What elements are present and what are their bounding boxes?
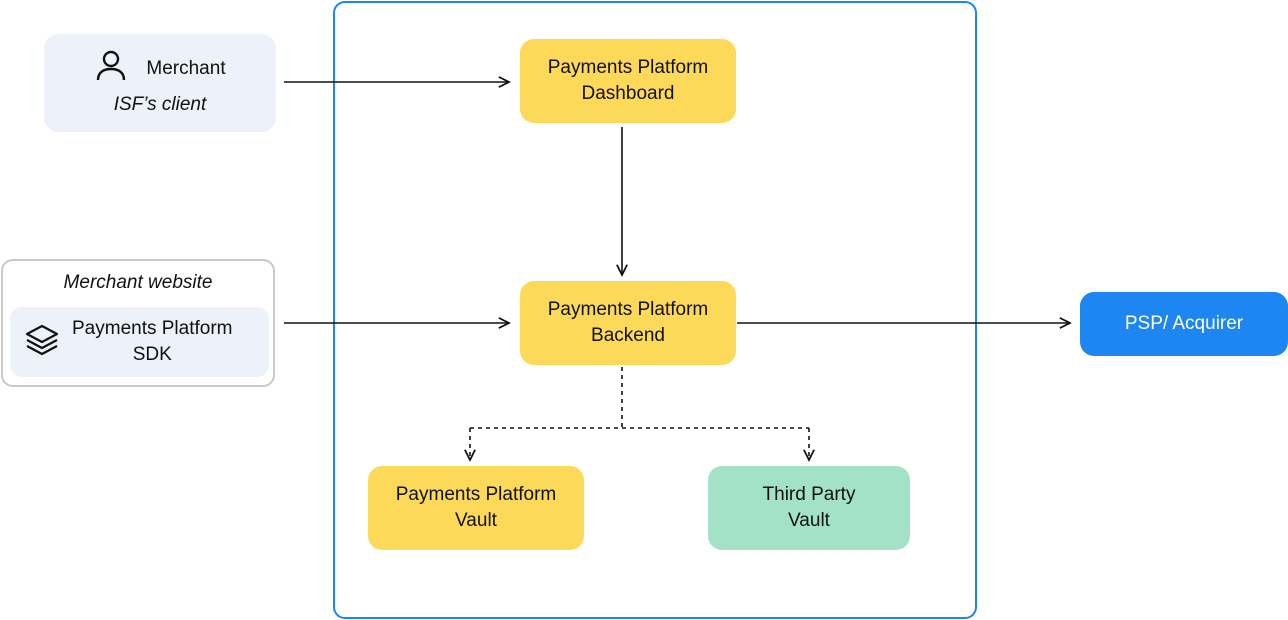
dashboard-node: Payments Platform Dashboard [520, 39, 736, 123]
third-party-label-line2: Vault [788, 510, 830, 531]
backend-label-line1: Payments Platform [547, 299, 709, 320]
psp-label: PSP/ Acquirer [1124, 313, 1244, 334]
vault-label-line1: Payments Platform [395, 484, 557, 505]
payments-platform-boundary [333, 1, 977, 619]
merchant-label: Merchant [146, 58, 226, 79]
dashboard-label-line2: Dashboard [581, 83, 675, 104]
merchant-website-title: Merchant website [63, 272, 213, 293]
merchant-sublabel: ISF’s client [113, 93, 207, 115]
layers-icon [24, 322, 60, 363]
edge-backend-to-vaults [470, 367, 809, 429]
sdk-label-line1: Payments Platform [72, 318, 233, 339]
merchant-node: Merchant ISF’s client [44, 34, 276, 132]
third-party-vault-node: Third Party Vault [708, 466, 910, 550]
third-party-label-line1: Third Party [762, 484, 856, 505]
sdk-node: Payments Platform SDK [10, 307, 269, 377]
platform-vault-node: Payments Platform Vault [368, 466, 584, 550]
user-icon [94, 48, 128, 91]
vault-label-line2: Vault [455, 510, 497, 531]
backend-label-line2: Backend [591, 325, 665, 346]
backend-node: Payments Platform Backend [520, 281, 736, 365]
merchant-website-container: Merchant website Payments Platform SDK [1, 259, 275, 387]
psp-acquirer-node: PSP/ Acquirer [1080, 292, 1288, 356]
sdk-label-line2: SDK [132, 344, 172, 365]
dashboard-label-line1: Payments Platform [547, 57, 709, 78]
